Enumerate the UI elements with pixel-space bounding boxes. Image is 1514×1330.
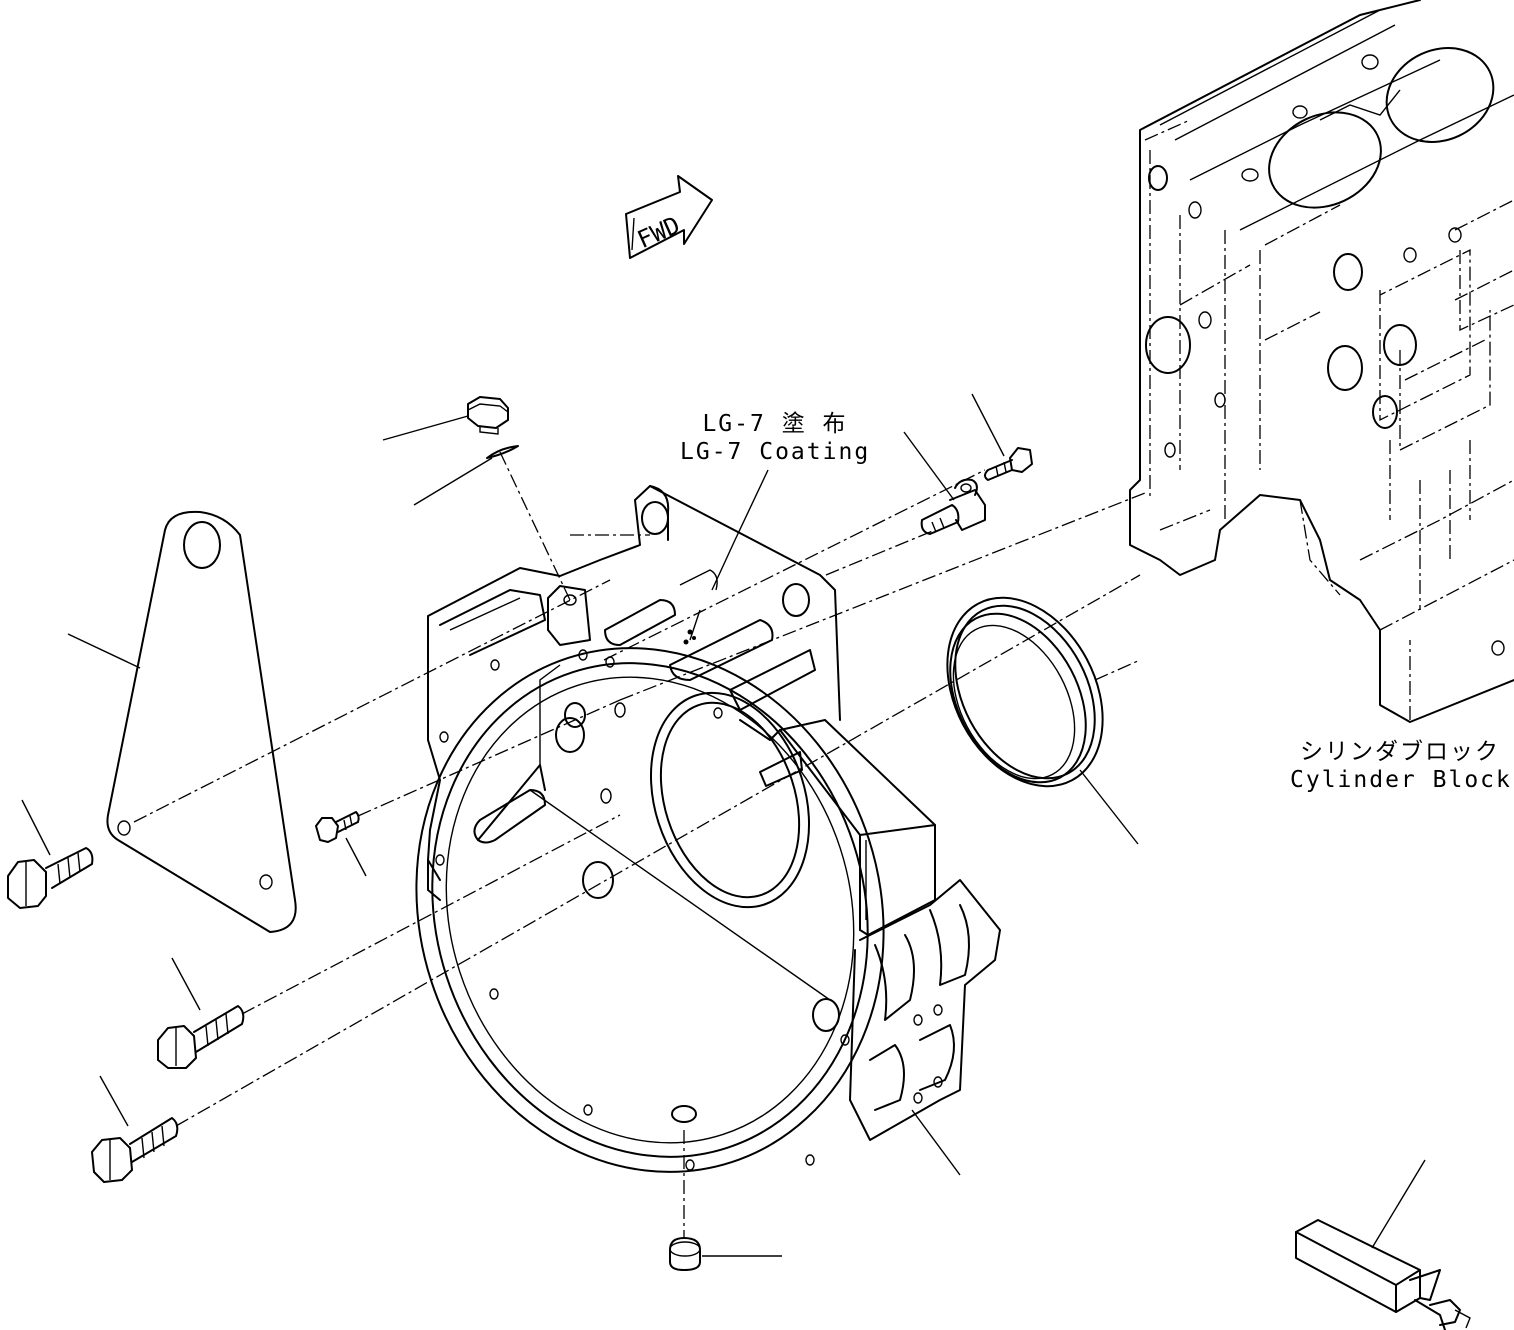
flywheel-housing (415, 485, 1001, 1176)
coating-label-en: LG-7 Coating (680, 439, 870, 465)
fwd-arrow-label: FWD (633, 211, 684, 254)
mounting-bracket (67, 510, 611, 933)
cylinder-block-label-en: Cylinder Block (1290, 767, 1510, 793)
speed-sensor (903, 431, 986, 535)
cylinder-block-label: シリンダブロック Cylinder Block (1290, 739, 1510, 793)
fwd-arrow: FWD (625, 175, 713, 259)
drain-plug-top (382, 396, 509, 441)
turning-tool (1295, 1159, 1471, 1330)
bolt-large-2 (157, 814, 621, 1069)
oil-seal (946, 596, 1139, 845)
sensor-bolt (971, 393, 1033, 481)
drain-plug-bottom (669, 1130, 782, 1271)
bolt-large-3 (91, 574, 1141, 1183)
assembly-centerlines (570, 469, 1146, 701)
o-ring-small (413, 445, 571, 601)
coating-note: LG-7 塗 布 LG-7 Coating (680, 411, 870, 645)
coating-label-jp: LG-7 塗 布 (702, 411, 848, 437)
bolt-large-1 (7, 799, 94, 909)
cylinder-block-label-jp: シリンダブロック (1300, 739, 1500, 765)
cylinder-block (1129, 0, 1514, 723)
